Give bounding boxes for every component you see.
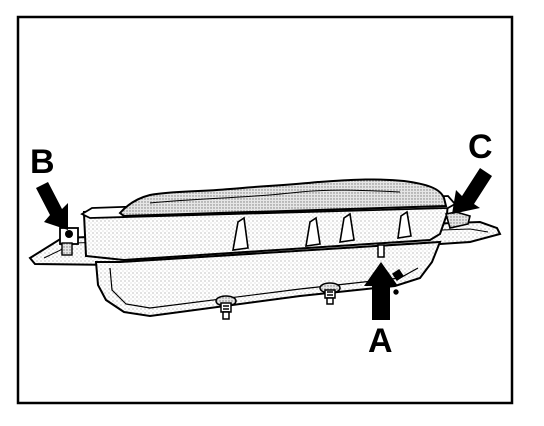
housing-ribs <box>232 210 412 251</box>
mounting-stud-right <box>319 282 341 305</box>
rib-3 <box>339 212 355 243</box>
rib-4 <box>397 210 412 239</box>
top-cover <box>118 178 448 218</box>
slot-target-a <box>377 244 385 258</box>
arrow-a <box>364 262 398 320</box>
label-c: C <box>468 128 493 166</box>
arrow-b <box>36 182 68 230</box>
arrow-c <box>452 168 492 214</box>
rib-1 <box>232 216 249 251</box>
label-b: B <box>30 143 55 181</box>
lower-pan <box>94 240 442 318</box>
mounting-stud-left <box>215 295 237 320</box>
drain-vent <box>392 269 404 295</box>
rib-2 <box>305 216 321 247</box>
label-a: A <box>368 322 393 360</box>
left-fitting <box>59 227 79 256</box>
top-cover-wrinkle <box>149 189 401 204</box>
